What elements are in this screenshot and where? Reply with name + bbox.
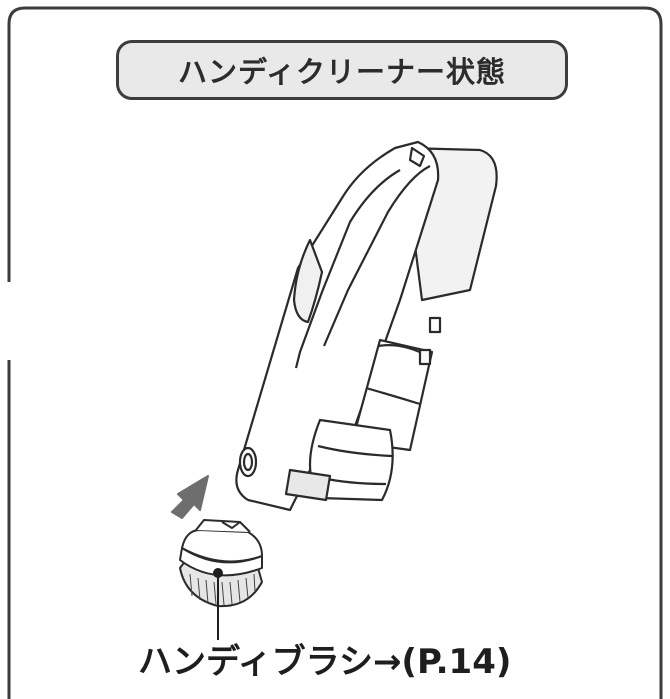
section-title: ハンディクリーナー状態 [116,40,568,100]
brush-caption-label: ハンディブラシ→(P.14) [138,641,512,682]
section-title-label: ハンディクリーナー状態 [178,55,506,89]
brush-caption: ハンディブラシ→(P.14) [138,632,558,684]
